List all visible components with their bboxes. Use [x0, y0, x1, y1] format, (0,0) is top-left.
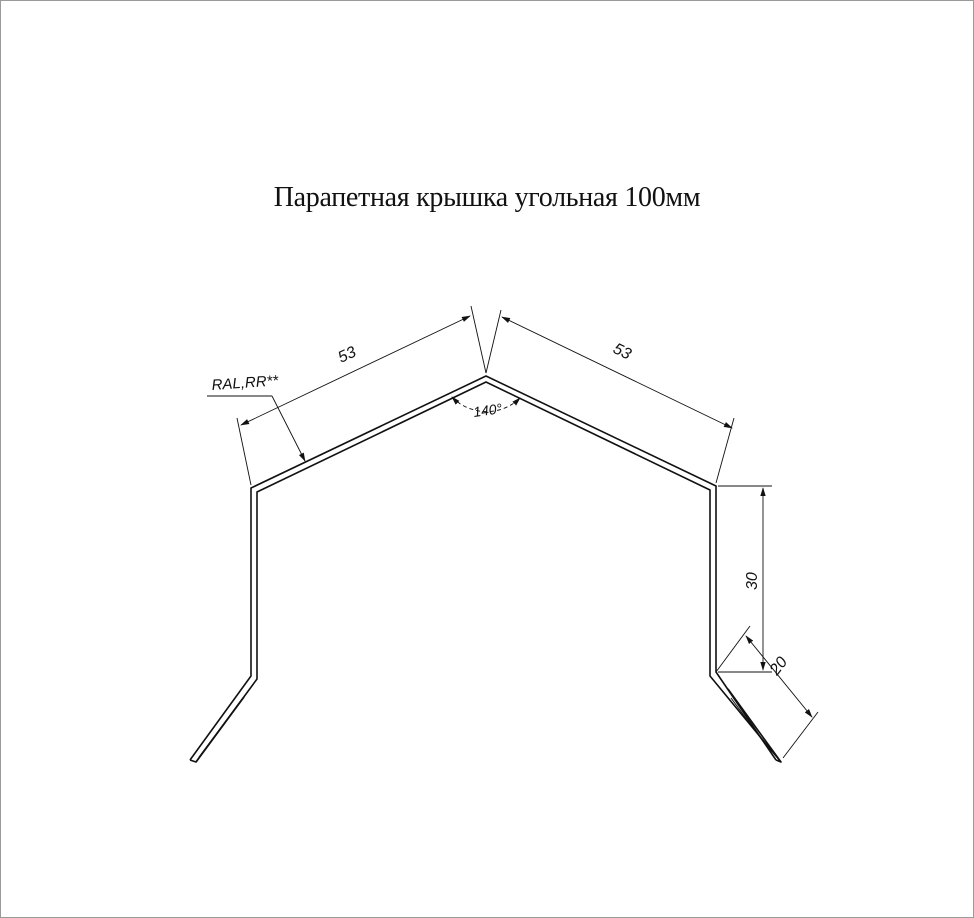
sheet-profile — [189, 375, 782, 763]
dimensions — [207, 305, 819, 759]
dim-bend-label: 20 — [766, 654, 791, 679]
dim-right-slope-line — [501, 316, 733, 429]
dim-bend-ext-2 — [782, 711, 819, 759]
dim-angle-arc — [451, 396, 521, 413]
dim-bend-line — [745, 635, 813, 718]
profile-outer-line — [189, 375, 777, 761]
dim-right-ext-2 — [715, 417, 735, 484]
drawing-title: Парапетная крышка угольная 100мм — [273, 182, 701, 213]
profile-inner-line — [195, 381, 782, 763]
dim-left-ext-1 — [236, 417, 252, 486]
dim-angle-label: 140° — [472, 400, 503, 420]
dim-right-ext-1 — [485, 309, 502, 374]
coating-label: RAL,RR** — [211, 372, 280, 394]
right-hem — [727, 688, 782, 763]
dim-right-slope-label: 53 — [610, 340, 634, 363]
dim-vertical-label: 30 — [744, 572, 761, 590]
dim-left-slope-line — [240, 315, 471, 426]
dim-left-ext-2 — [470, 305, 487, 374]
coating-leader-line — [271, 395, 306, 462]
dim-bend-ext — [715, 625, 751, 673]
dim-left-slope-label: 53 — [336, 344, 359, 367]
